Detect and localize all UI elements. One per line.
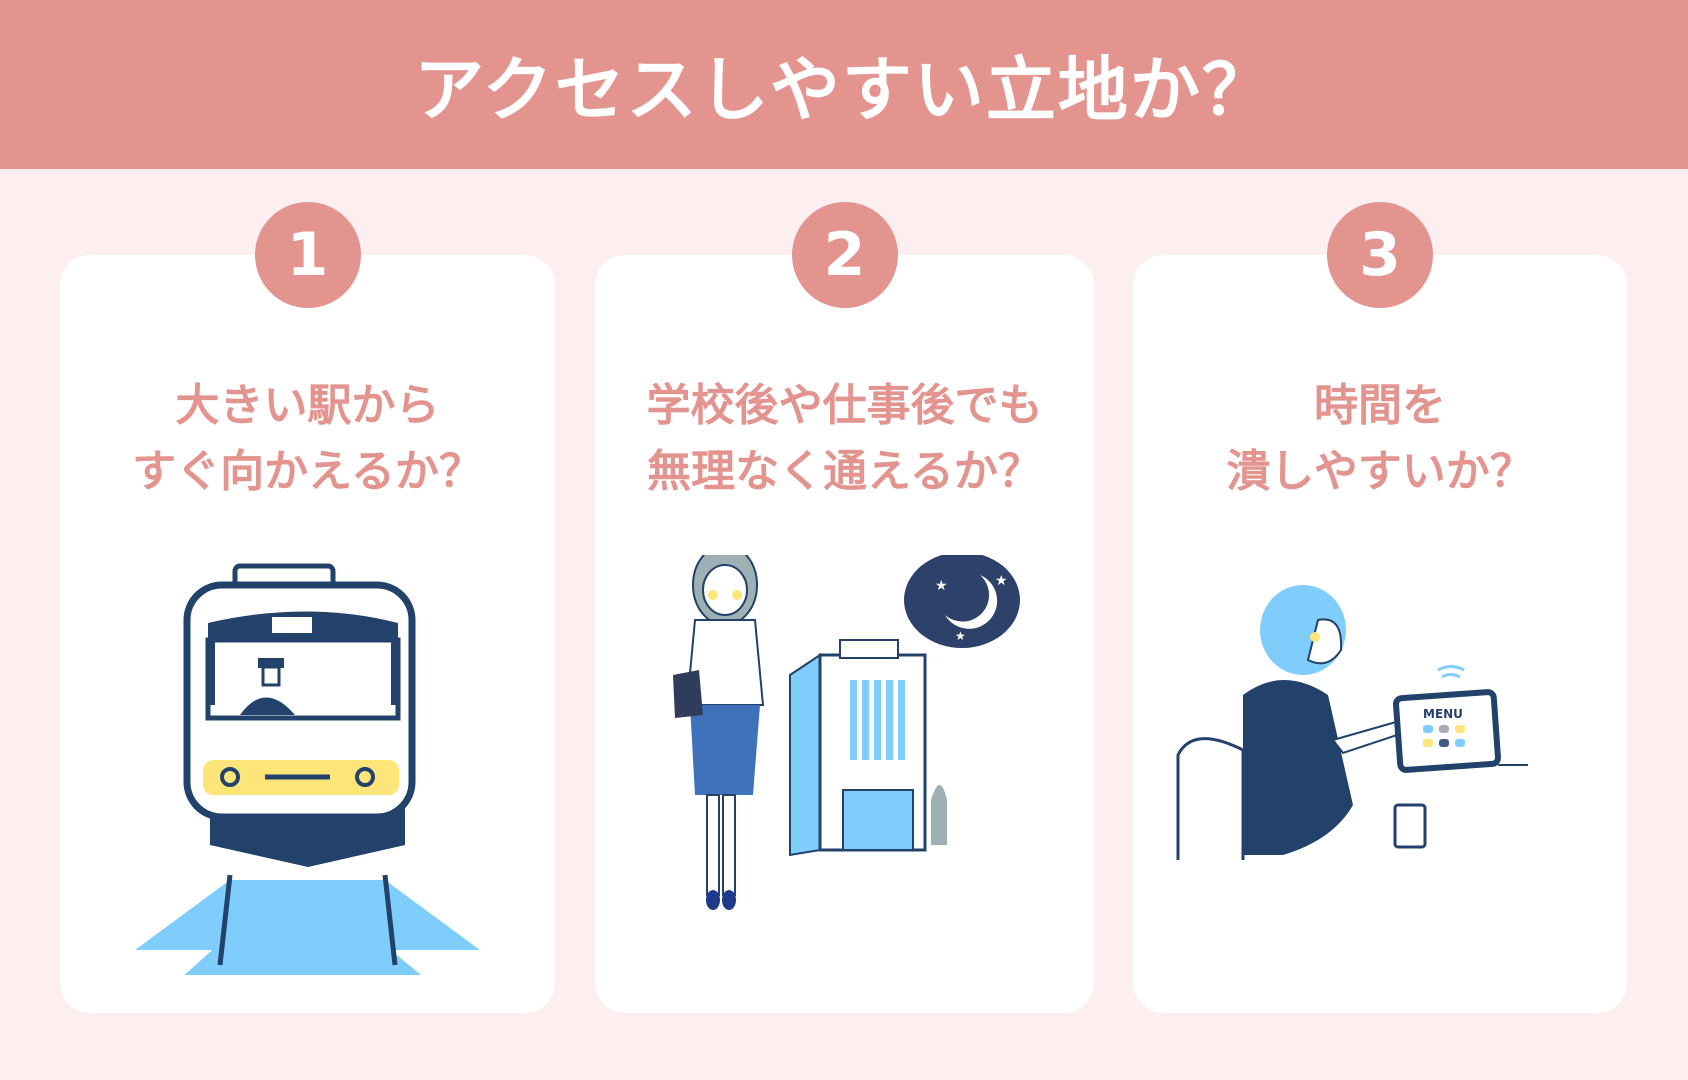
svg-text:★: ★ — [935, 578, 948, 594]
svg-text:★: ★ — [955, 629, 966, 643]
train-icon — [135, 563, 480, 975]
page-title: アクセスしやすい立地か？ — [414, 49, 1274, 131]
number-badge: 2 — [791, 202, 898, 308]
number-badge: 3 — [1327, 202, 1433, 308]
card-1: 1 大きい駅から すぐ向かえるか？ — [60, 202, 555, 1013]
card-question: 学校後や仕事後でも 無理なく通えるか？ — [646, 380, 1043, 497]
card-question: 大きい駅から すぐ向かえるか？ — [132, 380, 483, 497]
svg-text:★: ★ — [995, 573, 1008, 589]
card-2: 2 学校後や仕事後でも 無理なく通えるか？ ★ ★ ★ — [595, 202, 1094, 1013]
card-question: 時間を 潰しやすいか？ — [1226, 380, 1534, 497]
svg-text:MENU: MENU — [1423, 707, 1463, 721]
number-badge: 1 — [254, 202, 361, 308]
card-3: 3 時間を 潰しやすいか？ MENU — [1133, 202, 1627, 1013]
header-banner: アクセスしやすい立地か？ — [0, 0, 1688, 169]
office-worker-night-icon: ★ ★ ★ — [673, 555, 1020, 910]
tablet-menu-icon: MENU — [1176, 585, 1528, 860]
